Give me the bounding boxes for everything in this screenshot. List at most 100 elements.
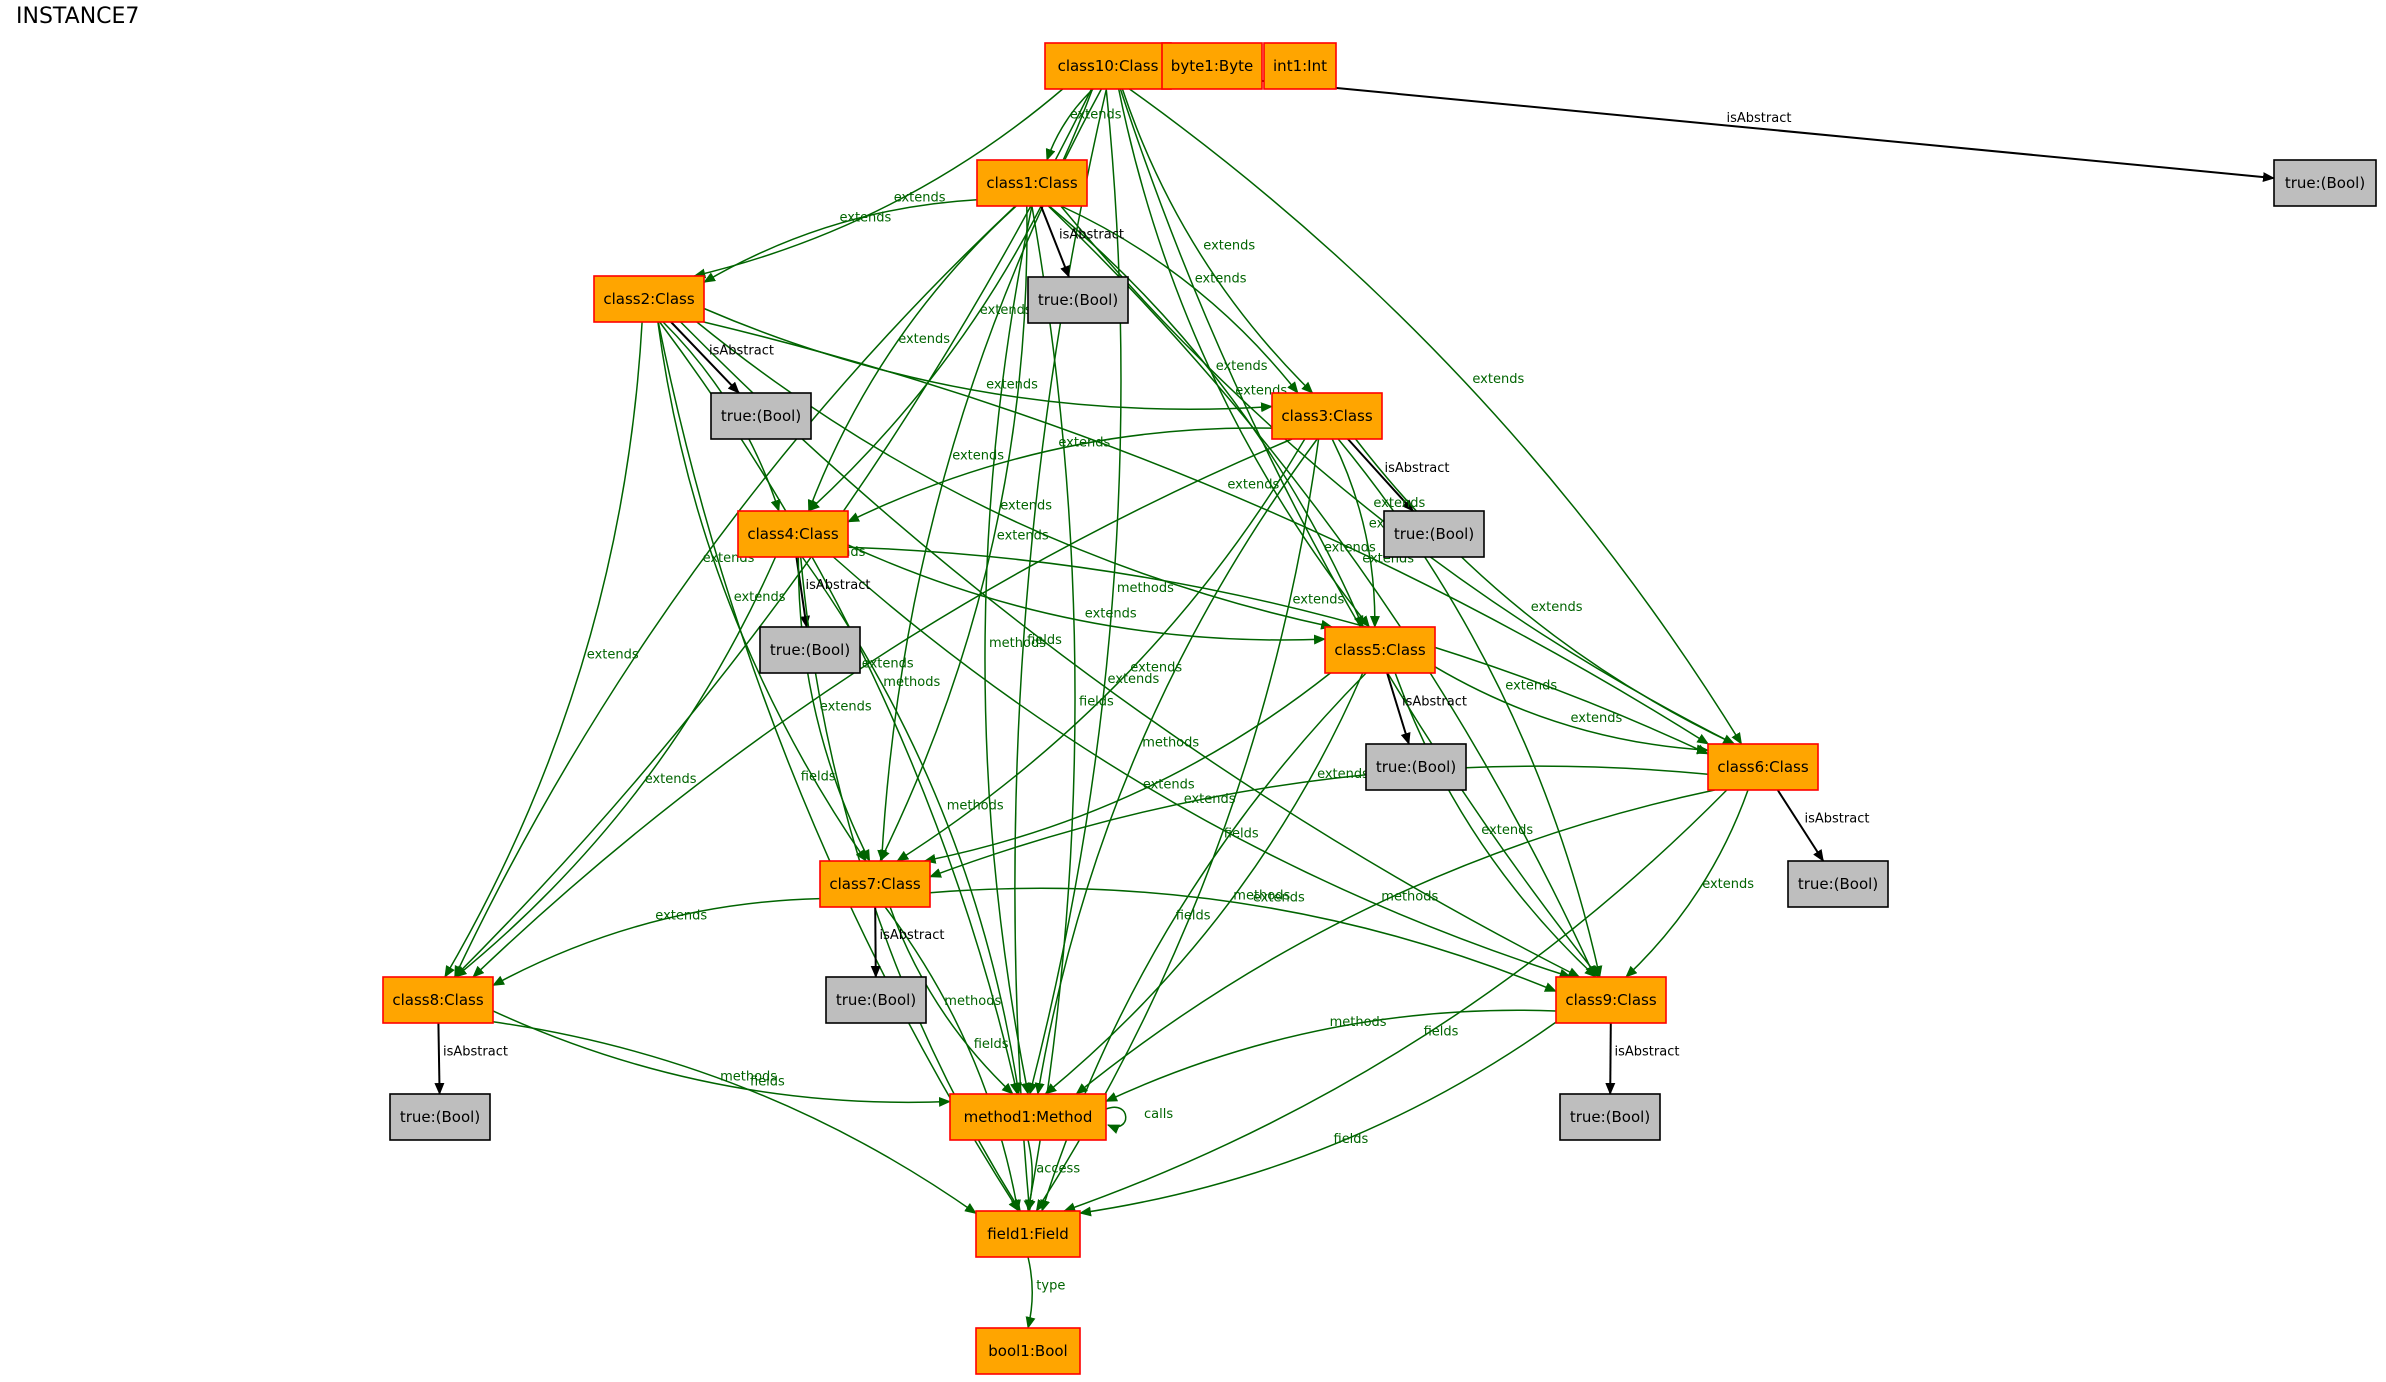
edge-class4-extends-class8 (454, 556, 777, 978)
edge-class5-isAbstract-b5 (1386, 672, 1411, 745)
node-b4[interactable]: true:(Bool) (759, 626, 861, 674)
node-label: class10:Class (1058, 57, 1159, 75)
node-box (976, 159, 1088, 207)
edge-label-fields: fields (750, 1075, 785, 1090)
node-label: class1:Class (986, 174, 1077, 192)
edge-class2-extends-class5 (696, 321, 1334, 630)
node-b10[interactable]: true:(Bool) (2273, 159, 2377, 207)
edge-label-extends: extends (1324, 540, 1376, 555)
edge-label-extends: extends (1373, 496, 1425, 511)
edge-class4-methods-method1 (801, 556, 1023, 1095)
node-b6[interactable]: true:(Bool) (1787, 860, 1889, 908)
edge-label-extends: extends (655, 908, 707, 923)
node-b8[interactable]: true:(Bool) (389, 1093, 491, 1141)
edge-class6-isAbstract-b6 (1776, 789, 1825, 862)
node-method1[interactable]: method1:Method (949, 1093, 1107, 1141)
edge-class5-extends-class6 (1434, 666, 1709, 755)
edge-label-methods: methods (947, 799, 1004, 814)
node-b9[interactable]: true:(Bool) (1559, 1093, 1661, 1141)
node-class5[interactable]: class5:Class (1324, 626, 1436, 674)
edge-label-extends: extends (1184, 792, 1236, 807)
node-class2[interactable]: class2:Class (593, 275, 705, 323)
node-label: true:(Bool) (1038, 291, 1118, 309)
node-b7[interactable]: true:(Bool) (825, 976, 927, 1024)
edge-class3-extends-class6 (1355, 438, 1736, 745)
node-byte1[interactable]: byte1:Byte (1161, 42, 1263, 90)
node-b2[interactable]: true:(Bool) (710, 392, 812, 440)
edge-class2-extends-class8 (444, 321, 643, 978)
node-class7[interactable]: class7:Class (819, 860, 931, 908)
edge-label-methods: methods (1142, 736, 1199, 751)
edge-label-methods: methods (1233, 889, 1290, 904)
edge-class2-extends-class6 (703, 321, 1710, 745)
edge-label-methods: methods (1330, 1015, 1387, 1030)
node-b3[interactable]: true:(Bool) (1383, 510, 1485, 558)
node-label: class6:Class (1717, 758, 1808, 776)
node-box (1044, 42, 1172, 90)
edge-class3-extends-class7 (896, 438, 1306, 862)
edge-label-extends: extends (840, 211, 892, 226)
edge-label-isAbstract: isAbstract (443, 1045, 508, 1060)
node-class6[interactable]: class6:Class (1707, 743, 1819, 791)
node-class10[interactable]: class10:Class (1044, 42, 1172, 90)
edge-class5-extends-class9 (1394, 672, 1597, 978)
edge-label-extends: extends (1085, 607, 1137, 622)
edge-label-isAbstract: isAbstract (1805, 812, 1870, 827)
edge-label-extends: extends (986, 378, 1038, 393)
edge-class9-methods-method1 (1105, 1009, 1557, 1102)
edge-class9-fields-field1 (1079, 1021, 1557, 1217)
edge-class2-extends-class7 (657, 321, 867, 862)
edge-label-access: access (1036, 1162, 1080, 1177)
edge-class1-methods-method1 (984, 205, 1033, 1095)
node-b1[interactable]: true:(Bool) (1027, 276, 1129, 324)
edge-class1-extends-class7 (879, 205, 1028, 862)
node-label: true:(Bool) (1376, 758, 1456, 776)
node-box (1271, 392, 1383, 440)
edges-layer (434, 71, 2275, 1329)
node-int1[interactable]: int1:Int (1263, 42, 1337, 90)
edge-label-extends: extends (1571, 711, 1623, 726)
node-class3[interactable]: class3:Class (1271, 392, 1383, 440)
edge-label-extends: extends (1317, 767, 1369, 782)
edge-class10-extends-class1 (1045, 88, 1094, 161)
edge-label-extends: extends (1143, 777, 1195, 792)
edge-label-methods: methods (944, 994, 1001, 1009)
edge-label-extends: extends (1481, 823, 1533, 838)
edge-label-extends: extends (1070, 108, 1122, 123)
node-class8[interactable]: class8:Class (382, 976, 494, 1024)
edge-class7-extends-class8 (492, 897, 821, 987)
edge-label-isAbstract: isAbstract (709, 344, 774, 359)
node-label: class2:Class (603, 290, 694, 308)
edge-label-extends: extends (1108, 672, 1160, 687)
edge-label-extends: extends (1195, 271, 1247, 286)
node-b5[interactable]: true:(Bool) (1365, 743, 1467, 791)
edge-label-isAbstract: isAbstract (1059, 228, 1124, 243)
node-field1[interactable]: field1:Field (975, 1210, 1081, 1258)
node-label: class8:Class (392, 991, 483, 1009)
edge-label-extends: extends (1227, 478, 1279, 493)
node-box (1161, 42, 1263, 90)
edge-class10-extends-class3 (1121, 88, 1314, 394)
node-label: int1:Int (1273, 57, 1327, 75)
edge-class6-extends-class9 (1625, 789, 1749, 978)
edge-class4-isAbstract-b4 (795, 556, 810, 628)
edge-class10-extends-class6 (1129, 88, 1743, 745)
edge-class6-fields-field1 (1063, 789, 1728, 1213)
edge-label-extends: extends (1531, 600, 1583, 615)
edge-label-fields: fields (1027, 633, 1062, 648)
node-box (975, 1210, 1081, 1258)
node-box (1555, 976, 1667, 1024)
node-bool1[interactable]: bool1:Bool (975, 1327, 1081, 1375)
node-class1[interactable]: class1:Class (976, 159, 1088, 207)
node-class9[interactable]: class9:Class (1555, 976, 1667, 1024)
edge-method1-access-field1 (1025, 1139, 1036, 1212)
node-class4[interactable]: class4:Class (737, 510, 849, 558)
edge-label-extends: extends (1130, 661, 1182, 676)
edge-class6-extends-class7 (929, 765, 1709, 878)
node-box (1707, 743, 1819, 791)
node-label: bool1:Bool (988, 1342, 1067, 1360)
edge-class5-extends-class7 (923, 672, 1331, 864)
edge-label-isAbstract: isAbstract (880, 928, 945, 943)
